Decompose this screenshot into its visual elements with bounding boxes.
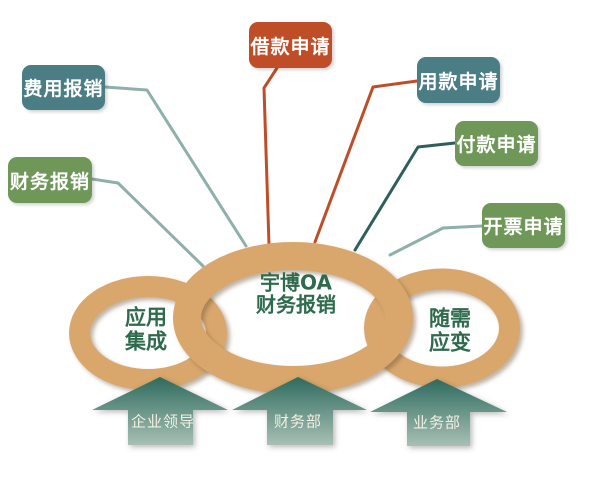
ring-caption-yubo-oa: 宇博OA 财务报销 <box>256 270 336 317</box>
ring-caption-line: 应用 <box>125 305 167 330</box>
ring-caption-application-integration: 应用 集成 <box>125 306 167 353</box>
callout-invoicing-application: 开票申请 <box>482 203 565 248</box>
connector-payment-application <box>353 141 457 252</box>
callout-financial-reimbursement: 财务报销 <box>8 157 92 203</box>
callout-funds-application: 用款申请 <box>417 57 500 103</box>
arrow-label-enterprise-leaders: 企业领导 <box>130 412 196 431</box>
callout-funds-application-label: 用款申请 <box>418 70 499 93</box>
arrow-finance-department <box>232 377 367 445</box>
callout-loan-application: 借款申请 <box>249 22 332 68</box>
arrow-enterprise-leaders <box>92 377 228 445</box>
callout-payment-application: 付款申请 <box>455 121 538 166</box>
ring-caption-line: 随需 <box>429 306 471 331</box>
callout-loan-application-label: 借款申请 <box>250 35 331 58</box>
connector-funds-application <box>313 79 419 244</box>
connector-expense-reimbursement <box>103 85 248 248</box>
arrow-label-finance-department: 财务部 <box>273 412 323 431</box>
ring-caption-line: 宇博OA <box>260 270 332 295</box>
callout-expense-reimbursement-label: 费用报销 <box>23 78 104 100</box>
callout-payment-application-label: 付款申请 <box>456 134 537 156</box>
arrow-label-business-department: 业务部 <box>412 413 462 432</box>
callout-financial-reimbursement-label: 财务报销 <box>9 170 90 193</box>
arrow-business-department <box>370 379 507 446</box>
connector-invoicing-application <box>388 224 484 257</box>
ring-caption-adapt-on-demand: 随需 应变 <box>429 307 471 354</box>
ring-adapt-on-demand <box>364 268 520 388</box>
ring-caption-line: 财务报销 <box>256 293 336 317</box>
ring-caption-line: 应变 <box>429 330 471 354</box>
ring-caption-line: 集成 <box>125 329 167 353</box>
ring-application-integration <box>69 276 227 390</box>
callout-invoicing-application-label: 开票申请 <box>483 216 564 238</box>
connector-financial-reimbursement <box>90 177 205 268</box>
callout-expense-reimbursement: 费用报销 <box>22 65 105 110</box>
connector-loan-application <box>262 66 279 247</box>
